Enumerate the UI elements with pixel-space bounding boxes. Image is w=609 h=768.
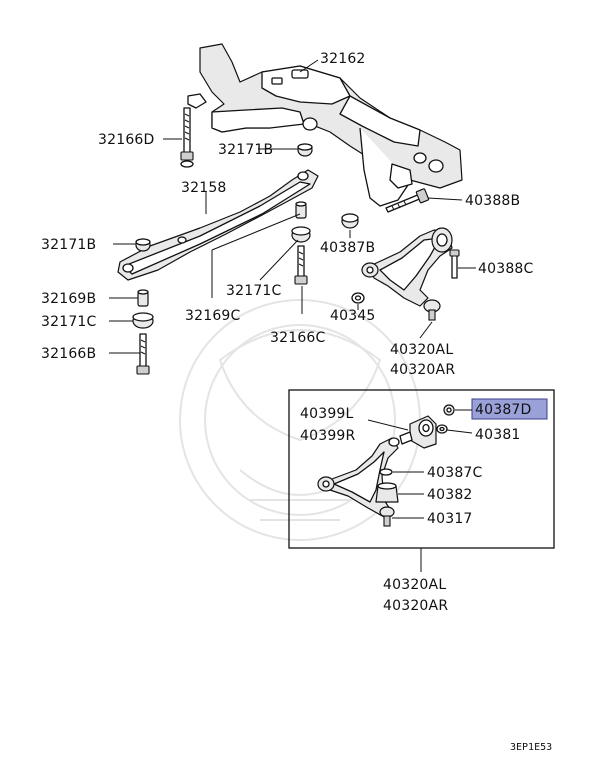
ring-40387C[interactable] xyxy=(379,468,393,476)
boot-40382[interactable] xyxy=(375,482,399,503)
crossmember-32162[interactable] xyxy=(187,43,463,207)
washer-40381[interactable] xyxy=(436,424,448,434)
label-40387D[interactable]: 40387D xyxy=(475,402,532,418)
bushing-32171B-left[interactable] xyxy=(135,238,151,252)
label-40388C[interactable]: 40388C xyxy=(478,261,534,277)
label-32171C-left[interactable]: 32171C xyxy=(41,314,97,330)
control-arm-40320A-top[interactable] xyxy=(361,227,453,321)
label-40387B[interactable]: 40387B xyxy=(320,240,375,256)
part-labels: 32162 32166D 32171B 32158 32171B 32169B … xyxy=(41,51,552,753)
leader-lines xyxy=(109,59,476,572)
label-32162[interactable]: 32162 xyxy=(320,51,366,67)
control-arm-inset[interactable] xyxy=(317,437,400,519)
label-32171B-top[interactable]: 32171B xyxy=(218,142,273,158)
label-40317[interactable]: 40317 xyxy=(427,511,473,527)
washer-40345[interactable] xyxy=(351,292,365,304)
label-32171C-mid[interactable]: 32171C xyxy=(226,283,282,299)
label-32166D[interactable]: 32166D xyxy=(98,132,155,148)
label-40320AL-top[interactable]: 40320AL xyxy=(390,342,453,358)
label-32166B[interactable]: 32166B xyxy=(41,346,96,362)
label-32171B-left[interactable]: 32171B xyxy=(41,237,96,253)
label-40345[interactable]: 40345 xyxy=(330,308,376,324)
bolt-32166D[interactable] xyxy=(180,107,194,168)
ball-joint-40317[interactable] xyxy=(379,506,395,527)
label-40399R[interactable]: 40399R xyxy=(300,428,356,444)
label-40388B[interactable]: 40388B xyxy=(465,193,520,209)
bushing-32171B-top[interactable] xyxy=(297,143,313,157)
label-32166C[interactable]: 32166C xyxy=(270,330,326,346)
label-40399L[interactable]: 40399L xyxy=(300,406,354,422)
bolt-40388B[interactable] xyxy=(385,188,430,213)
bushing-40387B[interactable] xyxy=(341,213,359,229)
highlight-40387D xyxy=(471,398,548,420)
bolt-40388C[interactable] xyxy=(449,249,460,279)
label-40381[interactable]: 40381 xyxy=(475,427,521,443)
label-40320AR-top[interactable]: 40320AR xyxy=(390,362,455,378)
label-32169B[interactable]: 32169B xyxy=(41,291,96,307)
bolt-32166B[interactable] xyxy=(136,333,150,375)
label-40320AL-bottom[interactable]: 40320AL xyxy=(383,577,446,593)
collar-32169C[interactable] xyxy=(295,201,307,219)
nut-40387D[interactable] xyxy=(443,404,455,416)
label-40382[interactable]: 40382 xyxy=(427,487,473,503)
label-32169C[interactable]: 32169C xyxy=(185,308,241,324)
bolt-32166C[interactable] xyxy=(294,245,308,285)
bushing-32171C-left[interactable] xyxy=(132,312,154,329)
label-32158[interactable]: 32158 xyxy=(181,180,227,196)
collar-32169B[interactable] xyxy=(137,289,149,307)
label-40320AR-bottom[interactable]: 40320AR xyxy=(383,598,448,614)
bushing-32171C-mid[interactable] xyxy=(291,226,311,243)
label-40387C[interactable]: 40387C xyxy=(427,465,483,481)
diagram-code: 3EP1E53 xyxy=(510,742,552,753)
bushing-40399[interactable] xyxy=(399,415,437,449)
bar-32158[interactable] xyxy=(117,169,319,281)
